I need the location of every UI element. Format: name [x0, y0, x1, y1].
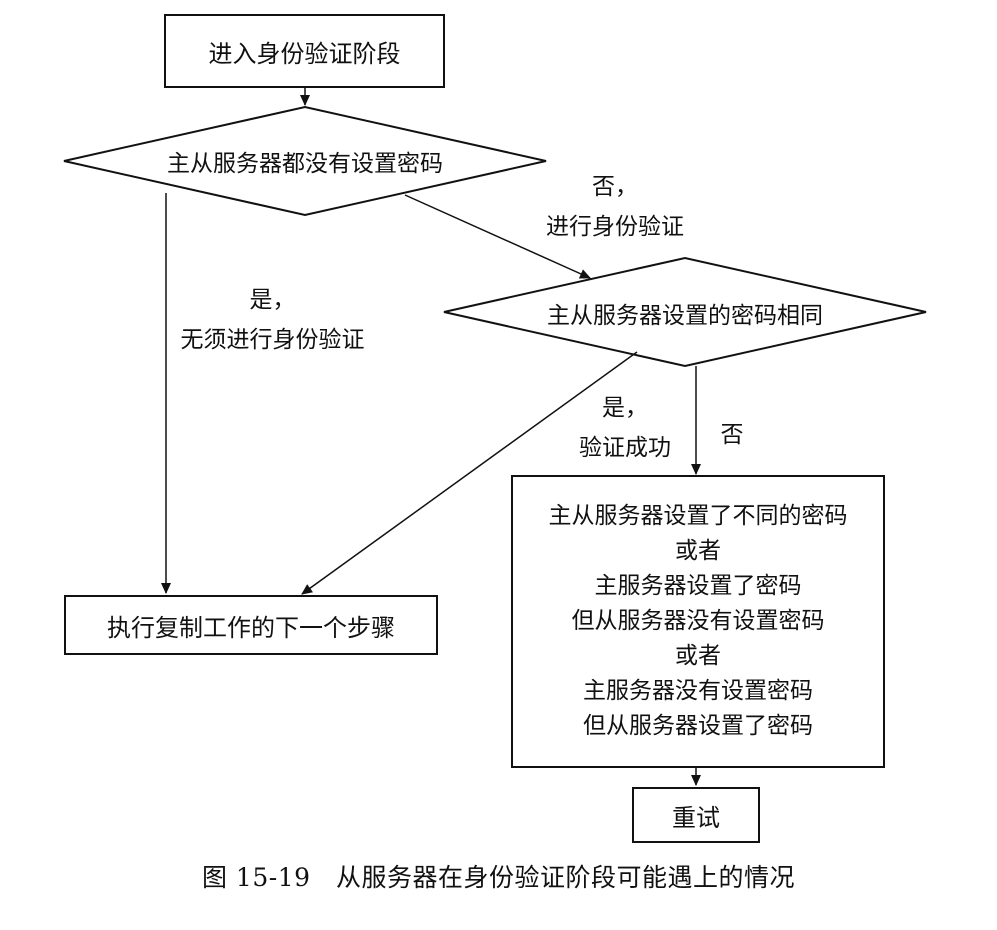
mismatch-line: 但从服务器没有设置密码: [571, 608, 825, 634]
edge-label-d1-no-line2: 进行身份验证: [546, 214, 684, 240]
edge-label-d1-yes: 是， 无须进行身份验证: [150, 283, 395, 357]
start-label: 进入身份验证阶段: [208, 39, 401, 68]
mismatch-line: 或者: [675, 643, 721, 669]
mismatch-line: 或者: [675, 538, 721, 564]
arrow-decision2-to-next-step: [301, 351, 638, 595]
mismatch-line: 但从服务器设置了密码: [583, 713, 813, 739]
edge-label-d1-yes-line1: 是，: [249, 287, 296, 313]
figure-caption: 图 15-19 从服务器在身份验证阶段可能遇上的情况: [201, 863, 796, 892]
edge-label-d1-yes-line2: 无须进行身份验证: [180, 327, 365, 353]
decision2-label: 主从服务器设置的密码相同: [547, 303, 823, 329]
next-step-label: 执行复制工作的下一个步骤: [107, 613, 395, 642]
mismatch-box: 主从服务器设置了不同的密码 或者 主服务器设置了密码 但从服务器没有设置密码 或…: [511, 475, 885, 768]
decision-diamond-2: [443, 256, 927, 368]
mismatch-line: 主服务器没有设置密码: [583, 678, 813, 704]
edge-label-d1-no: 否， 进行身份验证: [520, 170, 710, 244]
next-step-box: 执行复制工作的下一个步骤: [64, 595, 438, 655]
edge-label-d2-no: 否: [720, 422, 744, 448]
mismatch-line: 主服务器设置了密码: [594, 573, 802, 599]
start-box: 进入身份验证阶段: [164, 14, 445, 88]
retry-box: 重试: [632, 787, 760, 843]
edge-label-d2-yes-line1: 是，: [602, 395, 648, 421]
edge-label-d2-yes-line2: 验证成功: [579, 435, 671, 461]
retry-label: 重试: [672, 803, 720, 832]
edge-label-d2-yes: 是， 验证成功: [560, 391, 690, 465]
decision-diamond-1: [63, 105, 547, 217]
arrow-decision1-to-decision2: [404, 194, 591, 279]
edge-label-d1-no-line1: 否，: [592, 174, 638, 200]
mismatch-line: 主从服务器设置了不同的密码: [548, 503, 848, 529]
decision1-label: 主从服务器都没有设置密码: [167, 151, 443, 177]
